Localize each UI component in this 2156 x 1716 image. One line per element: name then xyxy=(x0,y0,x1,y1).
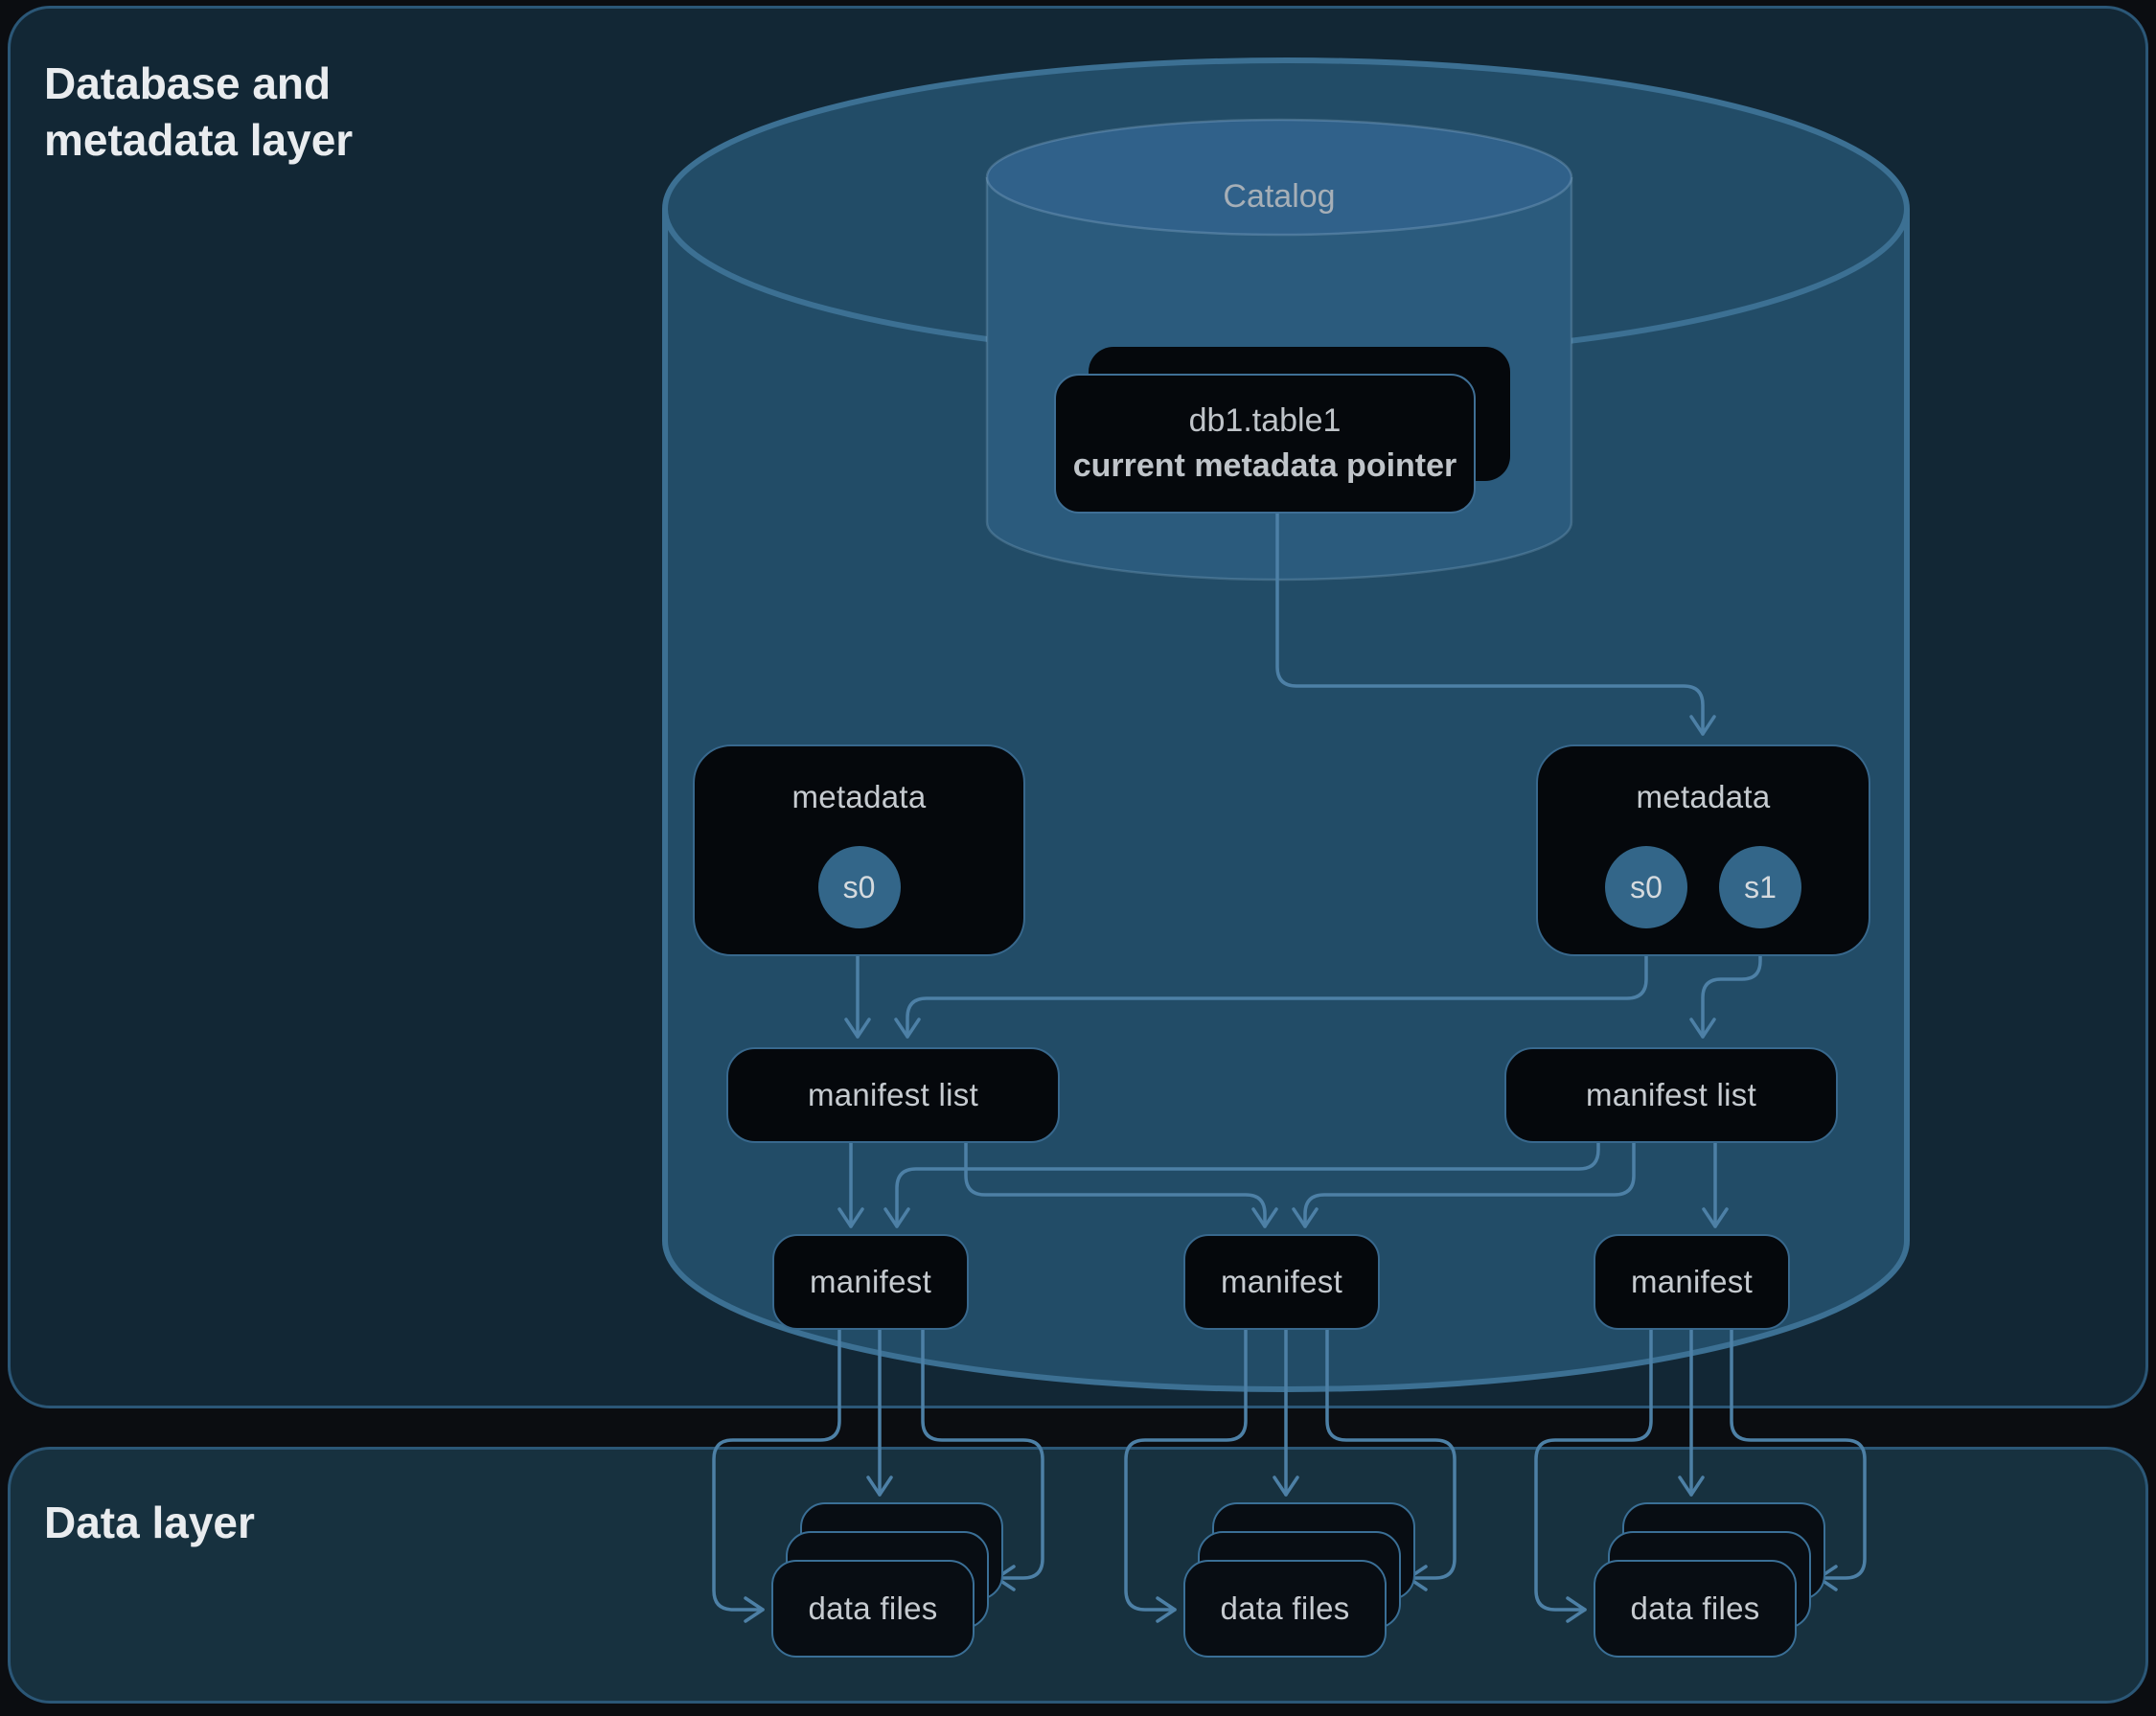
manifest-1-label: manifest xyxy=(809,1264,932,1299)
data-files-3-label: data files xyxy=(1630,1590,1760,1626)
data-files-stack2-front: data files xyxy=(1183,1560,1387,1658)
manifest-box-3: manifest xyxy=(1594,1234,1790,1330)
snapshot-s1-circle: s1 xyxy=(1719,846,1801,928)
snapshot-s0-circle: s0 xyxy=(1605,846,1687,928)
snapshot-s0-circle: s0 xyxy=(817,846,901,928)
manifest-list-right-label: manifest list xyxy=(1585,1077,1757,1112)
arrow-s1-to-manifestlist-right xyxy=(1689,927,1762,1039)
pointer-card-table-name: db1.table1 xyxy=(1188,402,1342,439)
manifest-3-label: manifest xyxy=(1630,1264,1754,1299)
arrow-mllist-right-to-manifest2 xyxy=(1292,1141,1636,1228)
metadata-left-label: metadata xyxy=(791,779,927,814)
data-files-stack3-front: data files xyxy=(1594,1560,1797,1658)
data-files-2-label: data files xyxy=(1220,1590,1350,1626)
arrow-manifest1-datafiles-right xyxy=(921,1328,1044,1591)
arrow-s0right-to-manifestlist-left xyxy=(894,927,1648,1039)
arrow-manifest2-datafiles-right xyxy=(1325,1328,1456,1591)
arrow-mllist-right-to-manifest1 xyxy=(883,1141,1600,1228)
manifest-list-right: manifest list xyxy=(1504,1047,1838,1143)
manifest-box-1: manifest xyxy=(772,1234,969,1330)
arrow-manifest2-datafiles-left xyxy=(1124,1328,1248,1623)
arrow-mllist-left-to-manifest2 xyxy=(964,1141,1278,1228)
arrow-manifest3-datafiles-left xyxy=(1534,1328,1653,1623)
catalog-label: Catalog xyxy=(1223,178,1336,215)
pointer-card-subtitle: current metadata pointer xyxy=(1072,447,1457,484)
metadata-left-snapshots: s0 xyxy=(817,846,901,928)
manifest-2-label: manifest xyxy=(1220,1264,1343,1299)
metadata-box-left: metadata s0 xyxy=(693,744,1025,956)
arrow-manifest3-datafiles-right xyxy=(1730,1328,1867,1591)
arrow-pointer-to-metadata-right xyxy=(1275,512,1716,736)
pointer-card: db1.table1 current metadata pointer xyxy=(1054,374,1476,514)
manifest-list-left: manifest list xyxy=(726,1047,1060,1143)
metadata-right-snapshots: s0 s1 xyxy=(1605,846,1801,928)
arrow-manifest1-datafiles-left xyxy=(712,1328,841,1623)
metadata-right-label: metadata xyxy=(1636,779,1771,814)
data-files-stack1-front: data files xyxy=(771,1560,975,1658)
metadata-layer-title: Database and metadata layer xyxy=(44,58,354,165)
data-layer-title: Data layer xyxy=(44,1498,255,1547)
manifest-box-2: manifest xyxy=(1183,1234,1380,1330)
manifest-list-left-label: manifest list xyxy=(807,1077,979,1112)
metadata-box-right: metadata s0 s1 xyxy=(1536,744,1870,956)
data-files-1-label: data files xyxy=(808,1590,938,1626)
